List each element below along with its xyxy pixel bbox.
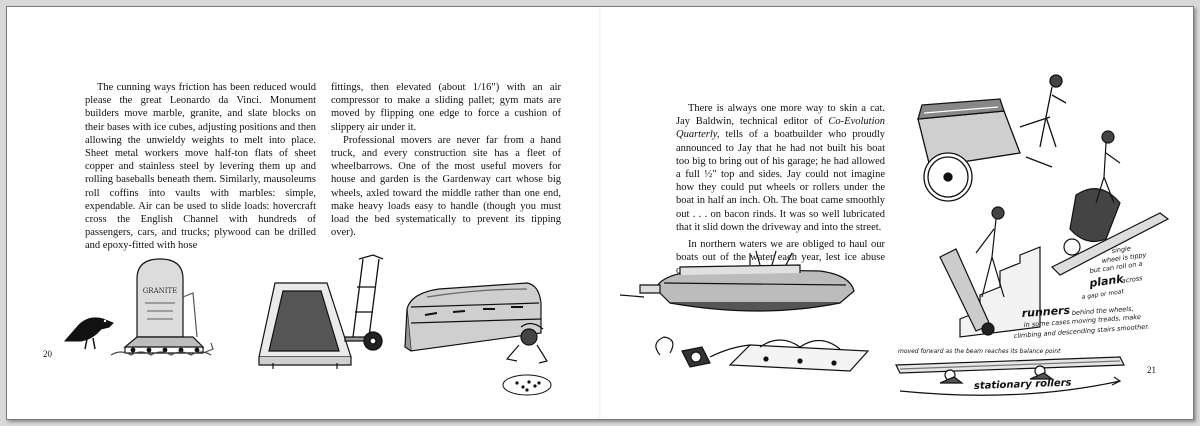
- rollers-caption: stationary rollers: [974, 378, 1072, 392]
- left-page: The cunning ways friction has been reduc…: [7, 7, 600, 419]
- hand-truck-illustration: [344, 254, 384, 351]
- headstone-illustration: [110, 258, 214, 356]
- marbles-illustration: [502, 374, 552, 396]
- right-page-illustrations: single wheel is tippy but can roll on a …: [619, 74, 1170, 396]
- headstone-engraving: GRANITE: [143, 287, 178, 295]
- coffin-illustration: [404, 282, 542, 352]
- paragraph: Professional movers are never far from a…: [331, 134, 561, 239]
- book-spread: The cunning ways friction has been reduc…: [6, 6, 1194, 420]
- runners-caption-title: runners: [1021, 304, 1071, 320]
- paragraph: The cunning ways friction has been reduc…: [85, 82, 316, 252]
- stairs-hand-truck-illustration: [939, 206, 1041, 338]
- beam-rollers-illustration: [895, 356, 1125, 396]
- gutter: [599, 7, 601, 419]
- crow-illustration: [63, 317, 114, 350]
- right-page: There is always one more way to skin a c…: [600, 7, 1193, 419]
- page-number: 20: [43, 349, 52, 359]
- left-page-illustrations: GRANITE: [63, 254, 552, 396]
- wheelbarrow-caption: a gap or moat: [1081, 288, 1125, 301]
- wheelbarrow-caption: across: [1121, 274, 1143, 285]
- wheelbarrow-plank-illustration: [1050, 130, 1170, 276]
- wheelbarrow-caption-plank: plank: [1088, 272, 1125, 290]
- beam-caption: moved forward as the beam reaches its ba…: [898, 348, 1061, 355]
- page-number: 21: [1147, 365, 1156, 375]
- hovercraft-illustration: [619, 250, 855, 312]
- left-page-column-2: fittings, then elevated (about 1/16") wi…: [331, 81, 561, 239]
- left-page-column-1: The cunning ways friction has been reduc…: [85, 81, 316, 253]
- person-crawling-illustration: [505, 322, 548, 364]
- paragraph: fittings, then elevated (about 1/16") wi…: [331, 82, 561, 133]
- paragraph: There is always one more way to skin a c…: [676, 103, 885, 233]
- gardenway-cart-illustration: [917, 74, 1067, 202]
- wheelbarrow-caption: single: [1111, 244, 1131, 255]
- air-pallet-illustration: [258, 282, 352, 369]
- air-compressor-illustration: [655, 336, 870, 372]
